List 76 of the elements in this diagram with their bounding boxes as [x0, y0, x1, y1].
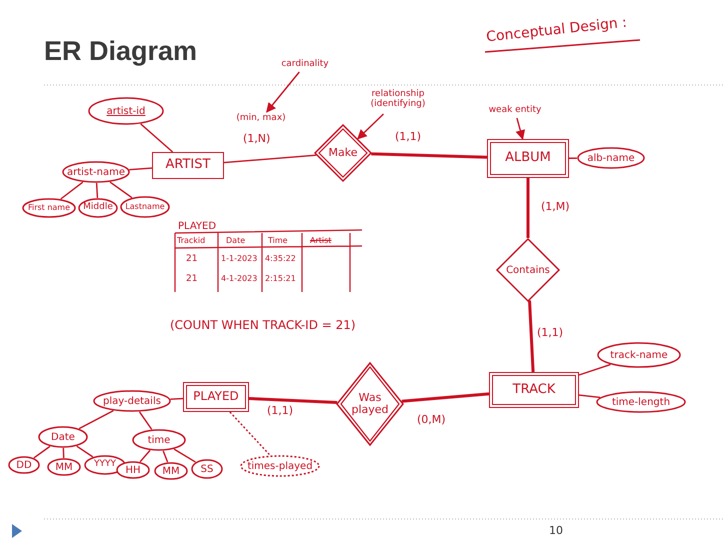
connector-line	[140, 450, 151, 462]
connector-line	[33, 446, 50, 458]
arrow	[516, 118, 526, 140]
attribute-ellipse: MM	[47, 458, 81, 476]
attribute-ellipse: Middle	[78, 198, 118, 218]
table-cell: 4-1-2023	[221, 274, 258, 283]
annotation-text: cardinality	[270, 58, 340, 72]
cardinality-label: (1,M)	[540, 200, 571, 213]
table-header: Time	[268, 236, 288, 245]
connector-line	[224, 154, 316, 164]
connector-line	[578, 364, 611, 376]
connector-line	[528, 300, 535, 372]
identifying-relationship-diamond: Was played	[336, 362, 404, 446]
connector-line	[96, 182, 98, 198]
attribute-ellipse: track-name	[597, 342, 681, 368]
connector-line	[402, 392, 490, 403]
table-cell: 21	[186, 254, 198, 264]
annotation-text: (min, max)	[230, 112, 292, 126]
attribute-ellipse: DD	[8, 456, 40, 474]
connector-line	[78, 410, 114, 430]
arrow	[357, 114, 384, 140]
connector-line	[129, 167, 152, 170]
derived-attribute-ellipse: times-played	[240, 455, 320, 477]
relationship-diamond: Contains	[496, 238, 560, 302]
attribute-ellipse: time	[132, 429, 186, 451]
attribute-ellipse: Lastname	[120, 196, 170, 218]
weak-entity-box: TRACK	[489, 372, 579, 408]
note: (COUNT WHEN TRACK-ID = 21)	[170, 318, 356, 332]
note: Conceptual Design :	[486, 14, 628, 46]
connector-line	[60, 182, 84, 200]
attribute-ellipse: Date	[38, 426, 88, 448]
weak-entity-box: ALBUM	[487, 139, 569, 178]
attribute-ellipse: artist-id	[88, 97, 164, 125]
annotation-text: weak entity	[482, 104, 548, 118]
connector-line	[76, 446, 94, 458]
connector-line	[371, 152, 488, 159]
attribute-ellipse: MM	[154, 462, 188, 480]
table-header: Date	[226, 236, 246, 245]
attribute-ellipse: HH	[116, 461, 150, 479]
table-title: PLAYED	[178, 221, 216, 232]
table-cell: 21	[186, 274, 198, 284]
page-number: 10	[549, 524, 563, 537]
annotation-text: relationship (identifying)	[350, 86, 446, 114]
attribute-ellipse: time-length	[596, 391, 686, 413]
attribute-ellipse: artist-name	[62, 161, 130, 183]
cardinality-label: (1,1)	[536, 326, 564, 339]
connector-line	[162, 450, 168, 462]
table-header: Trackid	[177, 236, 206, 245]
connector-line	[526, 178, 530, 238]
connector-line	[569, 158, 578, 159]
entity-box: ARTIST	[152, 152, 224, 179]
connector-line	[578, 394, 600, 398]
connector-line	[62, 448, 64, 458]
table-header: Artist	[310, 236, 332, 245]
attribute-ellipse: First name	[22, 198, 76, 218]
cardinality-label: (1,N)	[242, 132, 272, 145]
weak-entity-box: PLAYED	[183, 382, 249, 412]
connector-line	[174, 448, 196, 463]
connector-line	[170, 398, 184, 400]
slide-title: ER Diagram	[44, 36, 198, 67]
connector-line	[110, 181, 132, 198]
cardinality-label: (1,1)	[394, 130, 422, 143]
attribute-ellipse: play-details	[93, 390, 171, 412]
identifying-relationship-diamond: Make	[314, 124, 372, 182]
connector-line	[138, 411, 152, 430]
connector-line	[140, 123, 174, 153]
table-cell: 4:35:22	[265, 254, 296, 263]
cardinality-label: (1,1)	[266, 404, 294, 417]
arrow	[266, 72, 300, 113]
attribute-ellipse: alb-name	[577, 147, 645, 169]
dashed-connector	[229, 412, 271, 456]
cardinality-label: (0,M)	[416, 413, 447, 426]
table-cell: 1-1-2023	[221, 254, 258, 263]
connector-line	[248, 397, 338, 404]
table-cell: 2:15:21	[265, 274, 296, 283]
attribute-ellipse: SS	[191, 459, 223, 479]
